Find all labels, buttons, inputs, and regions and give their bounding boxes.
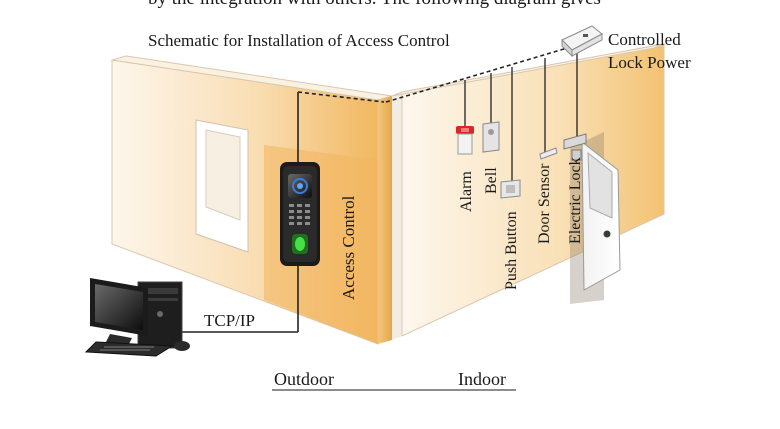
computer-icon [84,278,190,357]
indoor-label: Indoor [458,369,506,389]
alarm-label: Alarm [458,171,475,212]
controlled-lock-power-icon [561,25,603,58]
top-caption: by the integration with others. The foll… [148,0,601,8]
outdoor-label: Outdoor [274,369,334,389]
access-control-terminal-icon [280,162,320,266]
door-sensor-label: Door Sensor [536,163,553,244]
outdoor-doorway [195,119,249,253]
bell-icon [482,121,500,153]
electric-lock-icon [563,133,587,161]
electric-lock-label: Electric Lock [567,157,584,244]
controlled-lock-power-label-1: Controlled [608,30,681,49]
door-sensor-icon [539,147,558,160]
controlled-lock-power-label-2: Lock Power [608,53,691,72]
bell-label: Bell [483,167,500,194]
door-handle-icon [603,230,611,238]
access-control-label: Access Control [339,195,358,300]
mouse-icon [174,341,190,351]
push-button-icon [500,179,521,199]
alarm-icon [456,126,474,155]
push-button-label: Push Button [503,211,520,290]
indoor-door [570,132,621,304]
indoor-wall [391,43,665,340]
tcp-ip-label: TCP/IP [204,311,256,330]
diagram-title: Schematic for Installation of Access Con… [148,31,450,50]
